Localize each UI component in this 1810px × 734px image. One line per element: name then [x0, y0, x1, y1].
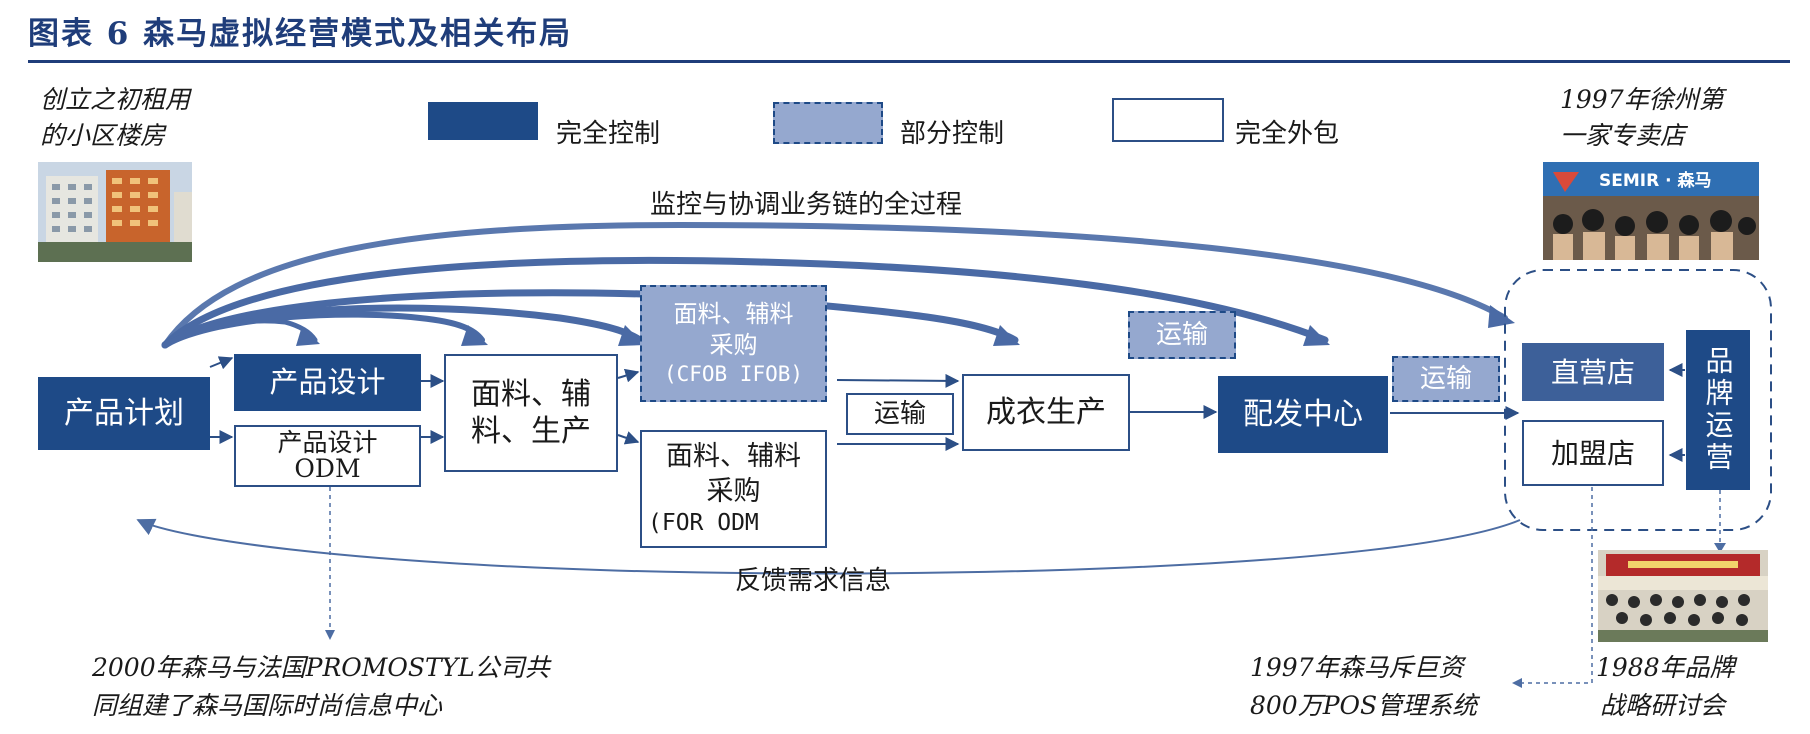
brand-operation-box: 品牌运营: [1686, 330, 1750, 490]
product-design-odm-line1: 产品设计: [277, 427, 378, 457]
product-design-odm-line2: ODM: [294, 454, 361, 483]
product-design-box: 产品设计: [234, 354, 421, 411]
legend-swatch-partial: [773, 102, 883, 144]
early-office-photo: [38, 162, 192, 262]
monitor-label: 监控与协调业务链的全过程: [650, 190, 963, 220]
annotation-promostyl-line2: 同组建了森马国际时尚信息中心: [92, 691, 443, 720]
figure-title: 图表 6 森马虚拟经营模式及相关布局: [28, 16, 573, 52]
transport-box-3: 运输: [1392, 356, 1500, 402]
brand-conference-photo: [1598, 550, 1768, 642]
fabric-production-line2: 料、生产: [471, 414, 591, 449]
direct-store-box: 直营店: [1522, 343, 1664, 401]
fabric-purchase-cfob-line1: 面料、辅料: [673, 299, 794, 328]
annotation-promostyl-line1: 2000年森马与法国PROMOSTYL公司共: [92, 653, 550, 682]
franchise-store-box: 加盟店: [1522, 420, 1664, 486]
legend-swatch-full: [428, 102, 538, 140]
annotation-first-store-line2: 一家专卖店: [1560, 121, 1686, 150]
fabric-production-line1: 面料、辅: [471, 376, 591, 412]
transport-box-2: 运输: [1128, 311, 1236, 359]
product-design-odm-box: 产品设计 ODM: [234, 425, 421, 487]
fabric-purchase-odm-line2: 采购: [706, 476, 761, 508]
distribution-center-box: 配发中心: [1218, 376, 1388, 453]
product-plan-box: 产品计划: [38, 377, 210, 450]
annotation-pos-line2: 800万POS管理系统: [1250, 691, 1478, 720]
store-sign-text: SEMIR · 森马: [1599, 170, 1711, 191]
monitor-arcs: [161, 221, 1508, 349]
fabric-purchase-cfob-line2: 采购: [709, 330, 758, 359]
garment-production-box: 成衣生产: [962, 374, 1130, 451]
annotation-early-office-line2: 的小区楼房: [40, 121, 166, 150]
fabric-purchase-odm-line3: (FOR ODM: [648, 510, 759, 537]
title-rule: [28, 60, 1790, 63]
legend-label-partial: 部分控制: [900, 119, 1005, 149]
legend-label-outsource: 完全外包: [1235, 119, 1340, 149]
fabric-production-box: 面料、辅 料、生产: [444, 354, 618, 472]
fabric-purchase-odm-box: 面料、辅料 采购 (FOR ODM: [640, 430, 827, 548]
legend-label-full: 完全控制: [556, 119, 661, 149]
annotation-first-store-line1: 1997年徐州第: [1560, 85, 1724, 114]
fabric-purchase-odm-line1: 面料、辅料: [666, 440, 801, 472]
feedback-arc: [136, 518, 1521, 575]
first-store-photo: SEMIR · 森马: [1543, 162, 1759, 260]
annotation-conference-line2: 战略研讨会: [1600, 691, 1726, 720]
retail-group-frame: [1504, 269, 1772, 531]
transport-box-1: 运输: [846, 393, 954, 435]
annotation-pos-line1: 1997年森马斥巨资: [1250, 653, 1464, 682]
monitor-arc-heads: [296, 305, 1515, 346]
annotation-early-office-line1: 创立之初租用: [40, 85, 191, 114]
annotation-conference-line1: 1988年品牌: [1596, 653, 1735, 682]
feedback-label: 反馈需求信息: [735, 566, 892, 596]
legend-swatch-outsource: [1112, 98, 1224, 142]
fabric-purchase-cfob-line3: (CFOB IFOB): [663, 362, 804, 387]
fabric-purchase-cfob-box: 面料、辅料 采购 (CFOB IFOB): [640, 285, 827, 402]
